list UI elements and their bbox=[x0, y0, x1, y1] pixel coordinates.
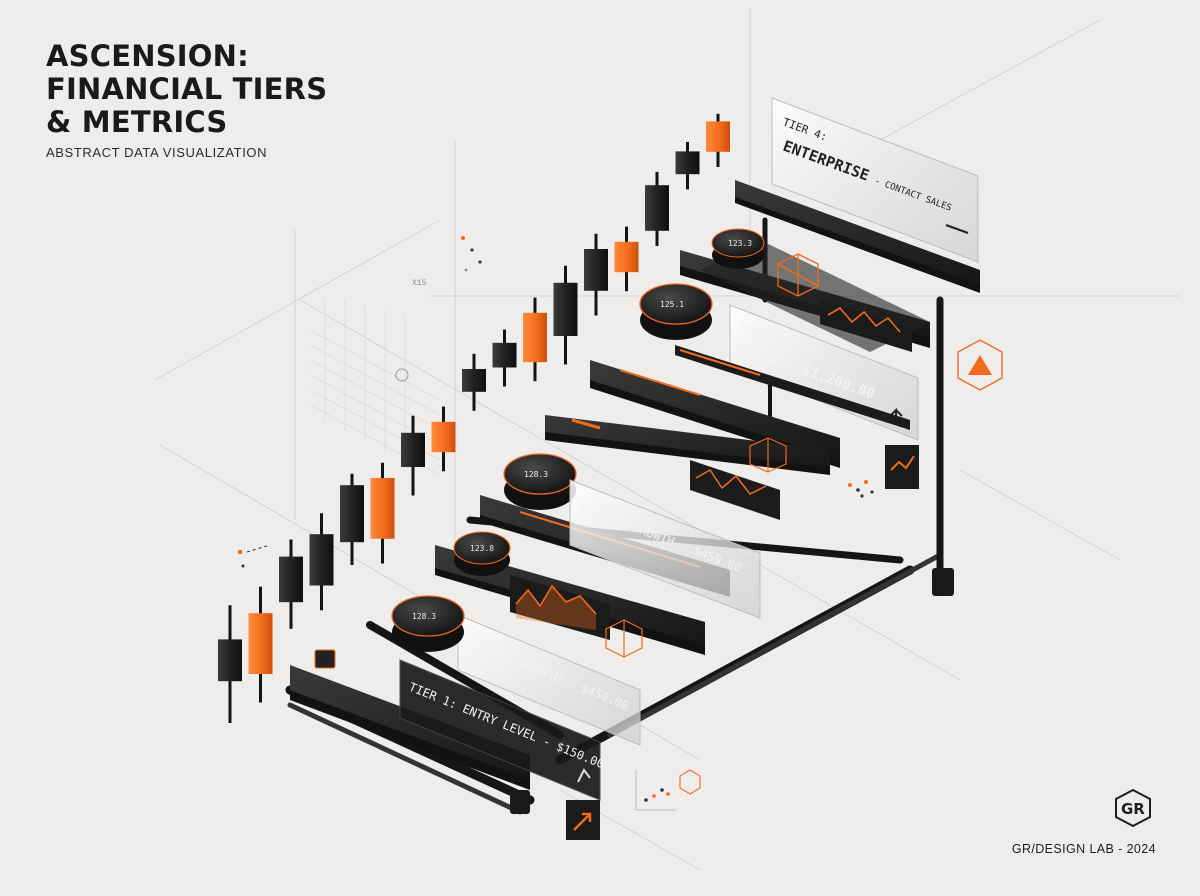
subtitle: ABSTRACT DATA VISUALIZATION bbox=[46, 145, 268, 160]
candle-body bbox=[492, 342, 517, 368]
candle bbox=[248, 586, 273, 703]
candle-body bbox=[309, 534, 334, 586]
candle-body bbox=[340, 485, 364, 543]
tier4-label-card: TIER 4: ENTERPRISE - CONTACT SALES bbox=[771, 97, 979, 263]
dial-tier1: 128.3 bbox=[391, 595, 465, 652]
scatter-dots-right bbox=[848, 480, 874, 498]
candle bbox=[553, 265, 578, 365]
dial-readout: 123.3 bbox=[728, 239, 752, 248]
mini-scatter-bottom bbox=[635, 769, 701, 811]
rail-joint bbox=[932, 568, 954, 596]
candle bbox=[523, 297, 547, 382]
candle-body bbox=[279, 556, 303, 603]
dial-tier2-upper: 128.3 bbox=[503, 453, 577, 510]
candle-body bbox=[218, 639, 242, 682]
dot-cluster-top bbox=[461, 236, 482, 272]
dial-readout: 123.8 bbox=[470, 544, 494, 553]
candle-body bbox=[553, 282, 578, 336]
candle bbox=[614, 226, 639, 292]
dial-readout: 128.3 bbox=[524, 470, 548, 479]
candle bbox=[401, 415, 425, 496]
candle-body bbox=[401, 432, 425, 467]
arrow-tile-bottom bbox=[566, 800, 600, 840]
dial-tier3: 125.1 bbox=[639, 283, 713, 340]
mini-line-chart-mid bbox=[690, 460, 780, 520]
dial-readout: 128.3 bbox=[412, 612, 436, 621]
candle-body bbox=[523, 312, 547, 363]
candle-body bbox=[248, 613, 273, 674]
cube-icon-mid bbox=[749, 437, 787, 473]
candle bbox=[584, 233, 608, 316]
tier4-platform bbox=[735, 180, 980, 293]
trend-tile-right bbox=[885, 445, 919, 489]
mini-area-chart-upper bbox=[820, 300, 912, 352]
mini-area-chart-lower bbox=[510, 575, 610, 640]
brand-logo: GR bbox=[1115, 788, 1151, 828]
candle bbox=[645, 171, 669, 246]
candle-body bbox=[462, 369, 486, 392]
candle-body bbox=[584, 249, 608, 291]
candle-body bbox=[645, 185, 669, 231]
axis-note: X15 bbox=[412, 279, 427, 288]
candle-body bbox=[706, 121, 730, 152]
brand-logo-letters: GR bbox=[1121, 800, 1145, 818]
title-line-3: & METRICS bbox=[46, 105, 228, 139]
tier1-node bbox=[314, 649, 336, 669]
candle bbox=[279, 539, 303, 629]
title-line-1: ASCENSION: bbox=[46, 39, 249, 73]
candle-body bbox=[370, 478, 395, 539]
title-block: ASCENSION: FINANCIAL TIERS & METRICS ABS… bbox=[46, 39, 328, 161]
candle bbox=[340, 473, 364, 565]
candle-body bbox=[431, 421, 456, 453]
candlestick-series bbox=[218, 113, 730, 723]
hex-cube-icon bbox=[777, 253, 819, 297]
tier-panel-mid bbox=[545, 415, 830, 475]
candle bbox=[431, 406, 456, 472]
candle bbox=[309, 513, 334, 611]
tier-up-icon bbox=[957, 339, 1003, 391]
candle bbox=[675, 141, 700, 190]
candle-body bbox=[614, 241, 639, 273]
bubble-marker bbox=[395, 368, 409, 382]
candle bbox=[706, 113, 730, 167]
candle bbox=[492, 329, 517, 387]
cube-icon-lower bbox=[605, 619, 643, 658]
dial-readout: 125.1 bbox=[660, 300, 684, 309]
candle bbox=[218, 605, 242, 723]
candle bbox=[370, 462, 395, 564]
dial-top: 123.3 bbox=[711, 228, 765, 269]
candle-body bbox=[675, 151, 700, 175]
candle bbox=[462, 353, 486, 411]
tier3-bar bbox=[675, 345, 910, 430]
footer-credit: GR/DESIGN LAB - 2024 bbox=[1011, 842, 1156, 856]
dial-tier2-lower: 123.8 bbox=[453, 531, 511, 576]
title-line-2: FINANCIAL TIERS bbox=[46, 72, 328, 106]
rail-joint-front bbox=[510, 790, 530, 814]
dash-marker-left bbox=[238, 544, 271, 568]
